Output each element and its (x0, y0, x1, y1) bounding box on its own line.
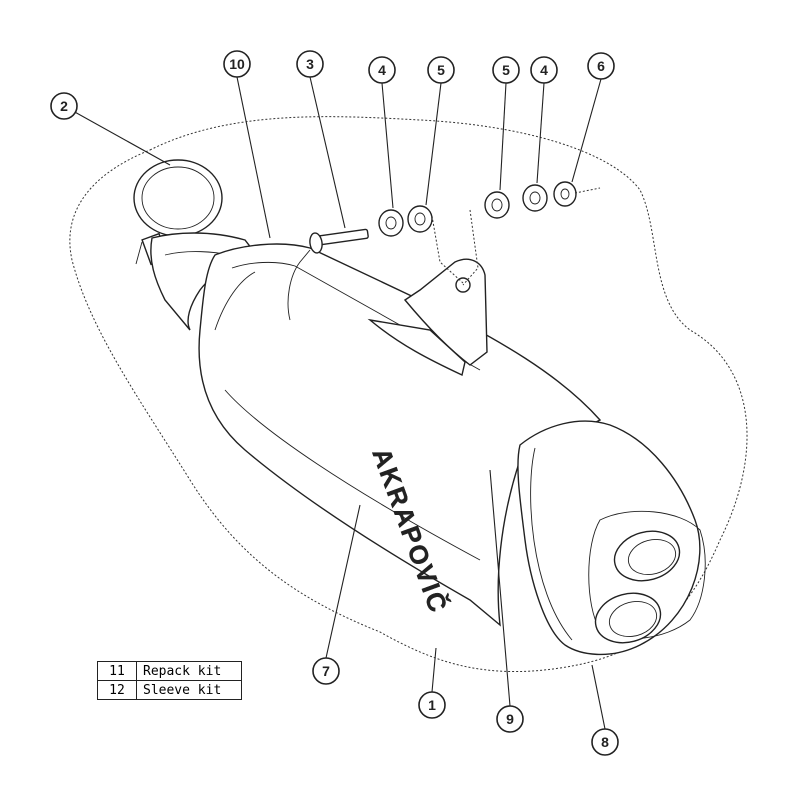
callout-6: 6 (587, 52, 615, 80)
callout-5-left: 5 (427, 56, 455, 84)
svg-text:5: 5 (437, 62, 445, 78)
callout-5-right: 5 (492, 56, 520, 84)
svg-text:2: 2 (60, 98, 68, 114)
bolt (309, 228, 369, 254)
muffler-body (198, 243, 602, 627)
callout-8: 8 (591, 728, 619, 756)
washer-4-right (522, 184, 548, 212)
kit-number: 12 (97, 680, 137, 700)
callout-4-left: 4 (368, 56, 396, 84)
svg-text:1: 1 (428, 697, 436, 713)
nut-6 (553, 181, 577, 207)
kit-number: 11 (97, 661, 137, 681)
svg-text:7: 7 (322, 663, 330, 679)
svg-text:4: 4 (378, 62, 386, 78)
svg-text:10: 10 (229, 56, 245, 72)
callout-7: 7 (312, 657, 340, 685)
kit-name: Sleeve kit (136, 680, 242, 700)
svg-text:3: 3 (306, 56, 314, 72)
washer-4-left (378, 209, 404, 237)
table-row: 11 Repack kit (97, 661, 242, 681)
table-row: 12 Sleeve kit (97, 680, 242, 700)
svg-text:4: 4 (540, 62, 548, 78)
leader-lines (63, 76, 606, 730)
svg-text:8: 8 (601, 734, 609, 750)
callout-4-right: 4 (530, 56, 558, 84)
axis-line-right (462, 209, 479, 286)
axis-line-end (574, 187, 601, 194)
callout-2: 2 (50, 92, 78, 120)
kit-name: Repack kit (136, 661, 242, 681)
svg-text:5: 5 (502, 62, 510, 78)
callout-1: 1 (418, 691, 446, 719)
callout-3: 3 (296, 50, 324, 78)
washer-5-right (484, 191, 510, 219)
kit-table: 11 Repack kit 12 Sleeve kit (97, 661, 242, 700)
svg-text:6: 6 (597, 58, 605, 74)
svg-text:9: 9 (506, 711, 514, 727)
end-cap (517, 420, 706, 656)
callout-10: 10 (223, 50, 251, 78)
callout-9: 9 (496, 705, 524, 733)
washer-5-left (407, 205, 433, 233)
